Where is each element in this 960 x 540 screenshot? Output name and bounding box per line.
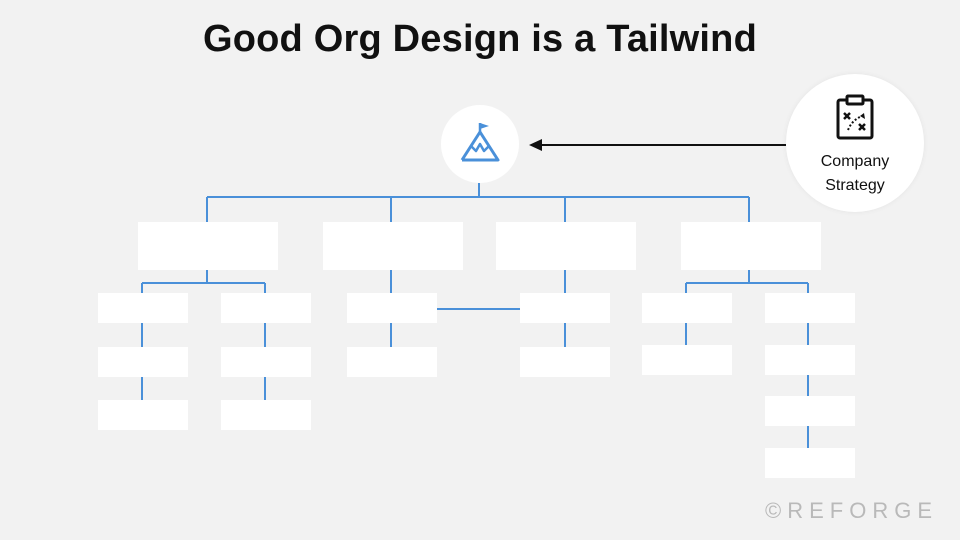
team-box: [765, 396, 855, 426]
strategy-clipboard-icon: [836, 94, 874, 140]
department-box: [496, 222, 636, 270]
team-box: [347, 293, 437, 323]
strategy-label: Company Strategy: [786, 150, 924, 198]
page-title: Good Org Design is a Tailwind: [202, 18, 758, 60]
team-box: [221, 293, 311, 323]
team-box: [347, 347, 437, 377]
mountain-flag-icon: [460, 123, 500, 162]
team-box: [642, 293, 732, 323]
department-box: [138, 222, 278, 270]
team-box: [98, 347, 188, 377]
team-box: [642, 345, 732, 375]
team-box: [98, 293, 188, 323]
department-box: [681, 222, 821, 270]
team-box: [221, 347, 311, 377]
brand-logo: ©REFORGE: [765, 498, 938, 523]
strategy-arrow: [529, 139, 786, 151]
team-box: [221, 400, 311, 430]
team-box: [765, 345, 855, 375]
team-box: [765, 293, 855, 323]
team-box: [765, 448, 855, 478]
strategy-label-line2: Strategy: [825, 177, 885, 194]
department-box: [323, 222, 463, 270]
team-box: [520, 293, 610, 323]
top-node: [441, 105, 519, 183]
team-box: [520, 347, 610, 377]
team-box: [98, 400, 188, 430]
company-strategy-node: Company Strategy: [786, 74, 924, 212]
strategy-label-line1: Company: [820, 153, 890, 170]
